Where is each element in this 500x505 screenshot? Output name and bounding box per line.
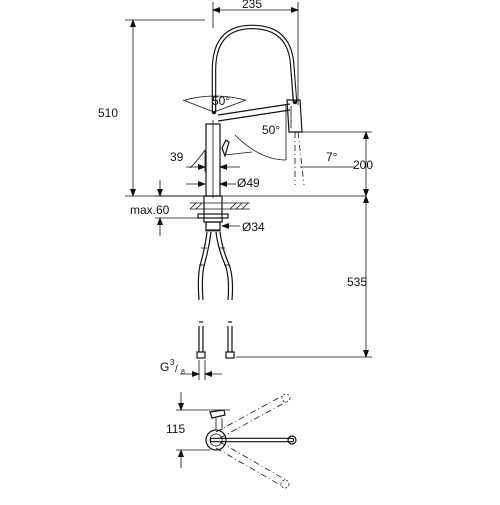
top-view <box>205 393 297 489</box>
dim-label-swivel-angle: 50° <box>212 94 230 108</box>
dim-label-235: 235 <box>242 0 262 11</box>
dim-hole-diameter: Ø34 <box>221 220 265 234</box>
dim-label-115: 115 <box>166 422 185 436</box>
dim-label-34: Ø34 <box>242 220 265 234</box>
angle-spray: 7° <box>294 131 355 186</box>
dim-hose-length: 535 <box>236 195 372 358</box>
supply-hoses <box>196 231 235 359</box>
dim-label-connection-slash: / <box>175 364 178 375</box>
angle-swivel: 50° <box>182 94 247 113</box>
lever: 50° <box>217 103 291 161</box>
dim-label-49: Ø49 <box>237 176 260 190</box>
dim-label-connection-num: 3 <box>170 358 175 367</box>
dim-body-diameter: Ø49 <box>186 176 260 190</box>
dim-width-top: 235 <box>212 0 299 105</box>
dim-lever-clearance: 115 <box>166 392 230 468</box>
dim-height-total: 510 <box>98 19 205 197</box>
faucet-spout <box>211 24 303 133</box>
dim-label-510: 510 <box>98 106 118 120</box>
dim-connection: G 3 / 8 <box>160 358 222 380</box>
dim-deck-thickness: max.60 <box>130 180 200 236</box>
dim-label-39: 39 <box>170 150 184 164</box>
dim-lever-offset: 39 <box>170 150 240 172</box>
dim-label-535: 535 <box>347 275 367 289</box>
dim-label-connection-den: 8 <box>181 369 185 376</box>
dim-label-connection-g: G <box>160 360 169 374</box>
dim-label-head-angle: 50° <box>262 123 280 137</box>
dim-label-max60: max.60 <box>130 203 170 217</box>
dim-spout-height: 200 <box>302 131 373 197</box>
dim-label-200: 200 <box>353 158 373 172</box>
dim-label-spray-angle: 7° <box>326 150 338 164</box>
